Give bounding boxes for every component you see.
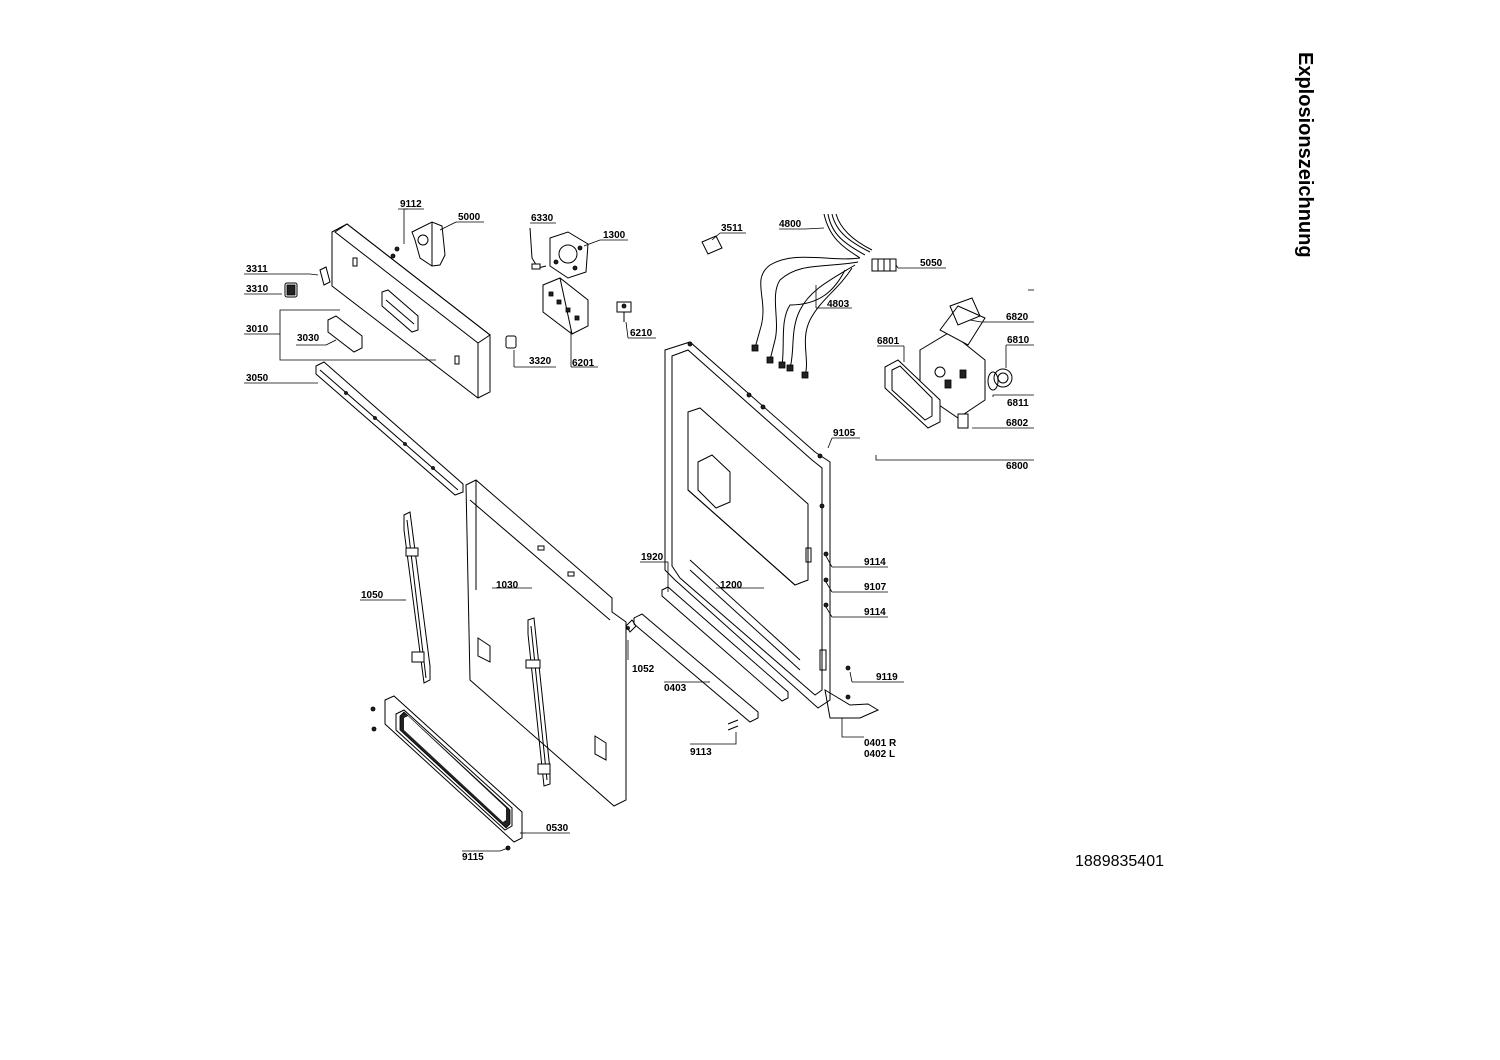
part-labels: 9112 5000 6330 1300 3511 4800 5050 3311 … (246, 199, 1030, 863)
hinge-rail-right (525, 617, 551, 787)
switch-6210 (616, 301, 632, 322)
strip-0403 (633, 613, 759, 723)
profile-strip-3050 (315, 361, 464, 496)
label-9114-top: 9114 (864, 557, 886, 568)
hinge-rail-left-1050 (403, 511, 431, 684)
page-title: Explosionszeichnung (1294, 52, 1316, 258)
part-6802 (957, 413, 969, 429)
cap-6810 (993, 368, 1013, 388)
label-3050: 3050 (246, 373, 269, 384)
ring-6811 (987, 371, 999, 391)
label-0403: 0403 (664, 683, 687, 694)
label-6820: 6820 (1006, 312, 1029, 323)
label-3511: 3511 (721, 223, 743, 234)
label-6801: 6801 (877, 336, 900, 347)
label-6201: 6201 (572, 358, 595, 369)
label-9107: 9107 (864, 582, 887, 593)
label-9115: 9115 (462, 852, 484, 863)
control-panel-fascia (331, 223, 491, 399)
label-6330: 6330 (531, 213, 554, 224)
knob-3320 (505, 335, 517, 349)
inner-door-1200 (664, 341, 880, 719)
leader-lines (244, 208, 1034, 852)
label-6210: 6210 (630, 328, 653, 339)
cable-harness-4800 (751, 213, 873, 379)
label-1052: 1052 (632, 664, 655, 675)
label-9119: 9119 (876, 672, 898, 683)
label-1050: 1050 (361, 590, 384, 601)
label-3310: 3310 (246, 284, 269, 295)
screws-door-top (687, 341, 851, 700)
screw-9112 (390, 246, 400, 259)
label-1030: 1030 (496, 580, 519, 591)
handle-0530 (384, 695, 523, 843)
label-4803: 4803 (827, 299, 850, 310)
screws-9115 (370, 706, 511, 851)
seal-6801 (884, 359, 941, 429)
control-module-6201 (542, 277, 589, 335)
title-rotated: Explosionszeichnung (1238, 52, 1316, 258)
label-9113: 9113 (690, 747, 712, 758)
label-4800: 4800 (779, 219, 802, 230)
label-9112: 9112 (400, 199, 422, 210)
label-6800: 6800 (1006, 461, 1029, 472)
label-3010: 3010 (246, 324, 269, 335)
label-1300: 1300 (603, 230, 626, 241)
label-3320: 3320 (529, 356, 552, 367)
label-5000: 5000 (458, 212, 481, 223)
label-5050: 5050 (920, 258, 943, 269)
connector-5050 (871, 258, 897, 272)
label-0402: 0402 L (864, 749, 895, 760)
display-cover-3030 (327, 315, 363, 353)
document-number: 1889835401 (1075, 853, 1164, 870)
electronic-module-1300 (549, 231, 589, 279)
door-panel-1030 (465, 479, 627, 807)
label-9105: 9105 (833, 428, 856, 439)
label-9114-bottom: 9114 (864, 607, 886, 618)
label-3311: 3311 (246, 264, 268, 275)
program-selector-5000 (411, 221, 446, 267)
wire-6330 (529, 227, 547, 270)
label-1920: 1920 (641, 552, 664, 563)
label-6802: 6802 (1006, 418, 1029, 429)
screws-9113 (727, 719, 739, 731)
label-3030: 3030 (297, 333, 320, 344)
light-3511 (701, 235, 723, 255)
button-3311 (319, 266, 331, 286)
button-3310 (284, 282, 298, 298)
label-6810: 6810 (1007, 335, 1030, 346)
label-6811: 6811 (1007, 398, 1029, 409)
label-0401: 0401 R (864, 738, 897, 749)
label-0530: 0530 (546, 823, 569, 834)
clip-1052 (625, 619, 637, 633)
label-1200: 1200 (720, 580, 743, 591)
